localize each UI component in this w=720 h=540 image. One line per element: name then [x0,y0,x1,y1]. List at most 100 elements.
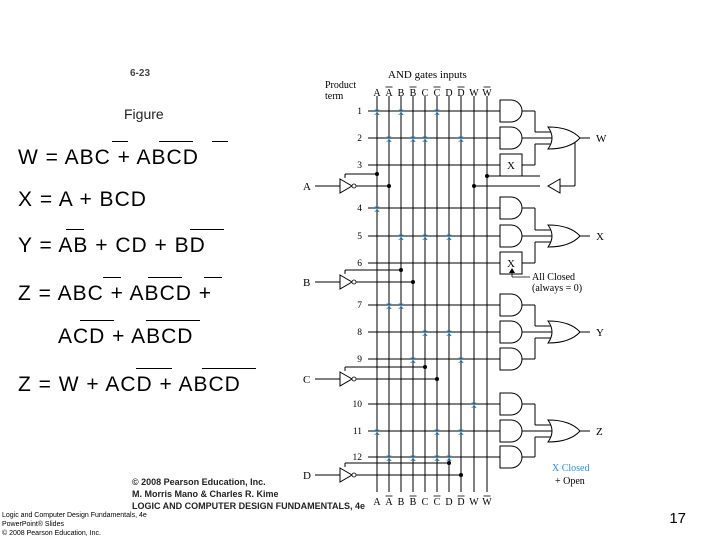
copyright-line-2: M. Morris Mano & Charles R. Kime [132,489,279,499]
legend-closed: X Closed [552,463,590,474]
fuse-x: x [434,104,440,118]
closed-x: X [507,258,515,270]
legend-open: + Open [555,476,585,487]
page-number: 17 [669,510,686,527]
and-gate [499,293,523,317]
output-label: W [596,133,607,145]
header-term: term [325,91,344,102]
footer-line-1: Logic and Computer Design Fundamentals, … [2,512,147,519]
fuse-x: x [374,201,380,215]
and-gate [499,392,523,416]
junction-dot [411,280,415,284]
input-label: C [303,374,310,386]
fuse-x: x [422,229,428,243]
column-label: D [445,497,452,508]
column-label: A [373,88,381,99]
equation-z-simplified: Z = W + ACD + ABCD [18,373,241,396]
junction-dot [399,268,403,272]
column-label: A [385,88,393,99]
column-label: C [434,497,441,508]
and-gate [499,320,523,344]
column-label: W [469,497,479,508]
inverter-bubble [351,472,357,478]
column-label: A [385,497,393,508]
and-gate [499,224,523,248]
equation-z: Z = ABC + ABCD + [18,282,212,305]
buffer-symbol [339,467,353,483]
column-label: C [434,88,441,99]
column-label: C [422,497,429,508]
input-label: B [303,277,310,289]
column-label: W [482,88,492,99]
fuse-x: x [386,450,392,464]
or-gate [547,419,581,443]
fuse-x: x [410,352,416,366]
fuse-x: x [458,131,464,145]
and-gates: XX [499,99,523,469]
input-labels: ABCD [303,181,311,482]
and-gate [499,445,523,469]
fuse-x: x [434,450,440,464]
column-label: D [457,497,464,508]
column-label: A [373,497,381,508]
column-label: W [482,497,492,508]
buffer-symbol [339,178,353,194]
equation-y: Y = AB + CD + BD [18,234,206,257]
and-gate [499,419,523,443]
fuse-x: x [398,229,404,243]
row-number: 3 [357,161,362,171]
footer-line-3: © 2008 Pearson Education, Inc. [2,530,101,537]
fuse-x: x [374,424,380,438]
fuse-x: x [458,352,464,366]
and-gate [499,126,523,150]
copyright-line-3: LOGIC AND COMPUTER DESIGN FUNDAMENTALS, … [132,501,366,511]
column-label: B [398,88,405,99]
row-number: 8 [357,328,362,338]
column-label: C [422,88,429,99]
buffer-symbol [339,371,353,387]
output-label: Z [596,426,603,438]
or-gate [547,224,581,248]
column-label: B [410,497,417,508]
junction-dot [472,184,476,188]
inverter-bubble [351,279,357,285]
fuse-x: x [398,104,404,118]
fuse-x: x [422,131,428,145]
column-label: D [457,88,464,99]
w-buffer [547,178,561,194]
junction-dot [375,172,379,176]
output-label: Y [596,327,604,339]
connection-dots [375,172,489,477]
and-gate [499,99,523,123]
junction-dot [485,174,489,178]
equation-x: X = A + BCD [18,188,147,211]
or-gate [547,320,581,344]
row-number: 5 [357,232,362,242]
equation-w: W = ABC + ABCD [18,146,199,169]
fuse-x: x [410,450,416,464]
junction-dot [447,461,451,465]
always-zero-label: (always = 0) [532,283,582,294]
row-number: 10 [353,400,363,410]
row-number: 2 [357,134,362,144]
fuse-x: x [386,131,392,145]
inverter-bubble [351,376,357,382]
or-gates [522,110,590,458]
product-term-lines [368,110,500,458]
row-number: 9 [357,355,362,365]
junction-dot [459,473,463,477]
header-and-gates: AND gates inputs [388,69,467,81]
figure-number: 6-23 [130,68,151,79]
fuse-x: x [398,298,404,312]
column-label: W [469,88,479,99]
fuse-x: x [458,424,464,438]
and-gate [499,347,523,371]
junction-dot [435,377,439,381]
junction-dot [387,184,391,188]
equation-z-cont: ACD + ABCD [58,325,194,348]
column-label: B [398,497,405,508]
fuse-x: x [446,450,452,464]
